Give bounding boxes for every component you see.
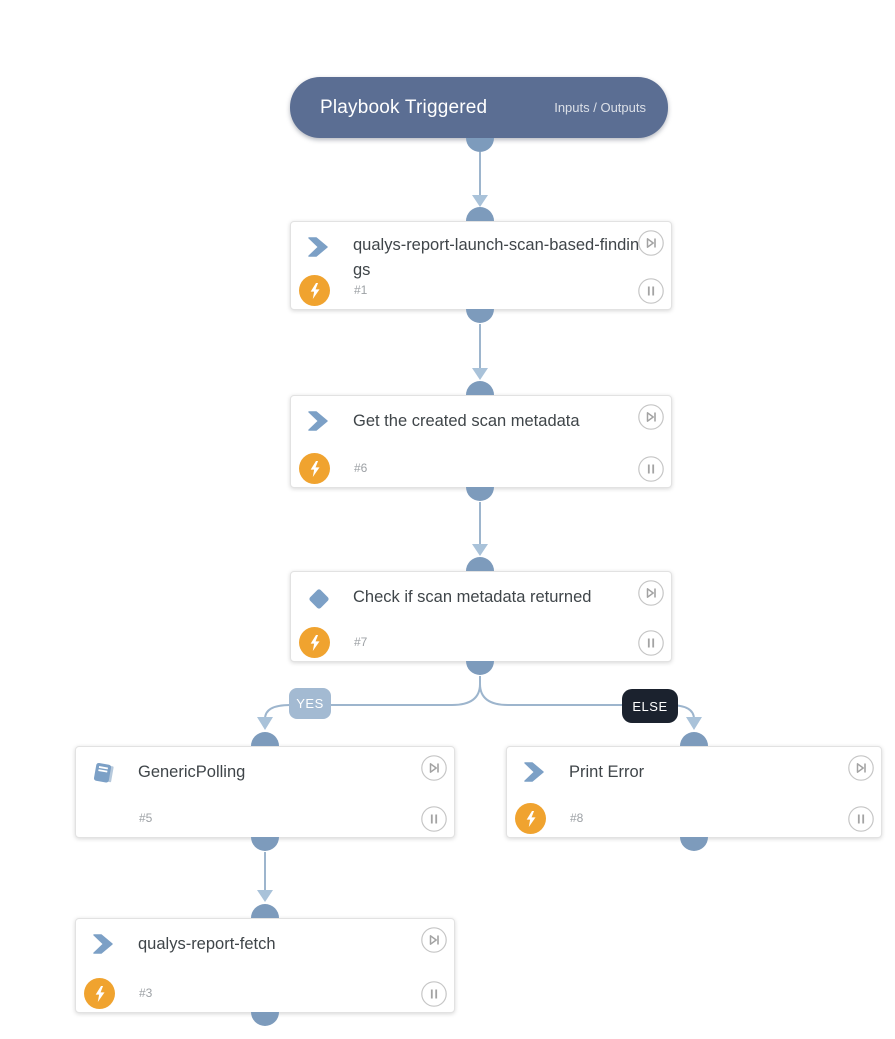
edge-yes-branch	[264, 676, 481, 720]
command-chevron-icon	[523, 762, 547, 784]
branch-label-else: ELSE	[622, 689, 678, 723]
pause-button[interactable]	[638, 278, 664, 304]
pause-button[interactable]	[848, 806, 874, 832]
task-title: Get the created scan metadata	[353, 412, 580, 430]
task-card-1[interactable]: qualys-report-launch-scan-based-findings…	[290, 221, 672, 310]
task-number: #6	[354, 461, 368, 475]
command-chevron-icon	[92, 934, 116, 956]
task-card-5[interactable]: GenericPolling #5	[75, 746, 455, 838]
task-title: qualys-report-fetch	[138, 935, 276, 953]
edge-else-branch	[479, 676, 695, 720]
arrowhead-icon	[257, 717, 273, 730]
connector-node[interactable]	[466, 309, 494, 323]
task-number: #5	[139, 811, 153, 825]
skip-to-next-button[interactable]	[638, 580, 664, 606]
skip-to-next-button[interactable]	[638, 404, 664, 430]
automation-bolt-icon	[299, 275, 330, 306]
connector-node[interactable]	[251, 1012, 279, 1026]
automation-bolt-icon	[299, 453, 330, 484]
arrowhead-icon	[686, 717, 702, 730]
arrowhead-icon	[472, 544, 488, 556]
connector-node[interactable]	[251, 837, 279, 851]
connector-node[interactable]	[466, 487, 494, 501]
pause-button[interactable]	[638, 456, 664, 482]
command-chevron-icon	[307, 411, 331, 433]
task-title: GenericPolling	[138, 763, 246, 781]
pause-button[interactable]	[638, 630, 664, 656]
skip-to-next-button[interactable]	[421, 927, 447, 953]
task-number: #3	[139, 986, 153, 1000]
branch-label-yes: YES	[289, 688, 331, 719]
connector-node[interactable]	[251, 732, 279, 746]
playbook-book-icon	[92, 762, 116, 784]
playbook-trigger-title: Playbook Triggered	[320, 96, 488, 118]
command-chevron-icon	[307, 237, 331, 259]
connector-node[interactable]	[251, 904, 279, 918]
skip-to-next-button[interactable]	[848, 755, 874, 781]
task-card-8[interactable]: Print Error #8	[506, 746, 882, 838]
task-number: #7	[354, 635, 368, 649]
condition-diamond-icon	[307, 587, 331, 609]
task-number: #8	[570, 811, 584, 825]
arrowhead-icon	[472, 368, 488, 380]
connector-node[interactable]	[680, 837, 708, 851]
connector-node[interactable]	[466, 557, 494, 571]
task-card-7[interactable]: Check if scan metadata returned #7	[290, 571, 672, 662]
connector-node[interactable]	[466, 138, 494, 152]
pause-button[interactable]	[421, 806, 447, 832]
automation-bolt-icon	[299, 627, 330, 658]
connector-node[interactable]	[466, 207, 494, 221]
task-card-6[interactable]: Get the created scan metadata #6	[290, 395, 672, 488]
task-title: qualys-report-launch-scan-based-findings	[353, 236, 640, 279]
automation-bolt-icon	[515, 803, 546, 834]
arrowhead-icon	[257, 890, 273, 902]
task-number: #1	[354, 283, 368, 297]
playbook-triggered-header[interactable]: Playbook Triggered Inputs / Outputs	[290, 77, 668, 138]
task-title: Print Error	[569, 763, 645, 781]
arrowhead-icon	[472, 195, 488, 207]
pause-button[interactable]	[421, 981, 447, 1007]
skip-to-next-button[interactable]	[638, 230, 664, 256]
connector-node[interactable]	[466, 381, 494, 395]
skip-to-next-button[interactable]	[421, 755, 447, 781]
inputs-outputs-link[interactable]: Inputs / Outputs	[554, 100, 646, 115]
connector-node[interactable]	[466, 661, 494, 675]
connector-node[interactable]	[680, 732, 708, 746]
task-card-3[interactable]: qualys-report-fetch #3	[75, 918, 455, 1013]
automation-bolt-icon	[84, 978, 115, 1009]
task-title: Check if scan metadata returned	[353, 588, 592, 606]
